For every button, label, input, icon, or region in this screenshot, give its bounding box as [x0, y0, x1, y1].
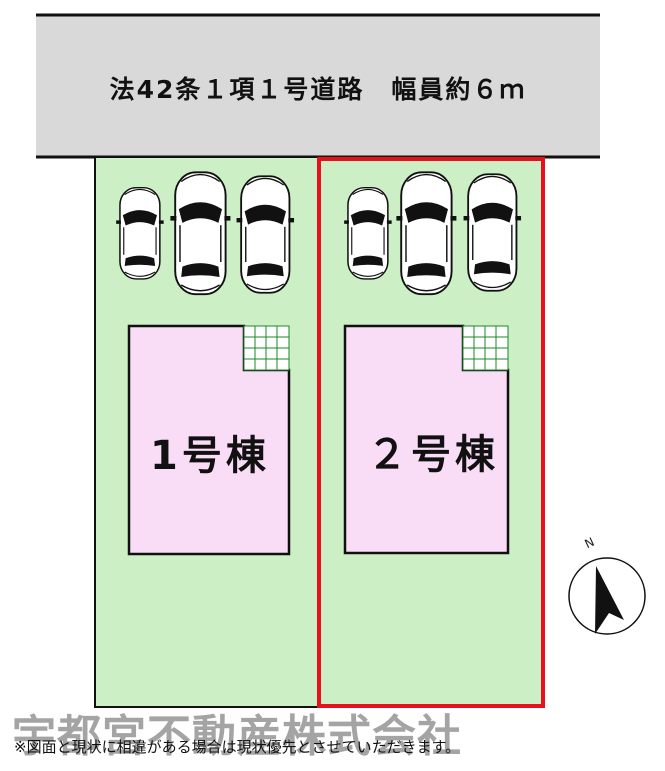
house-1-deck-grid	[243, 325, 290, 371]
car-2-1	[343, 186, 393, 280]
car-2-3	[462, 173, 522, 292]
road-surface	[36, 15, 600, 157]
house-1-label: 1号棟	[150, 433, 270, 479]
road-label: 法42条１項１号道路 幅員約６ｍ	[109, 75, 527, 104]
car-1-2	[169, 171, 232, 296]
car-1-3	[235, 175, 295, 294]
north-compass	[568, 557, 646, 635]
car-1-1	[115, 186, 165, 280]
parking-lot-1	[115, 171, 295, 296]
lot-2-highlight-border	[317, 157, 545, 708]
house-2-deck-grid	[462, 325, 509, 371]
footnote: ※図面と現状に相違がある場合は現状優先とさせていただきます。	[14, 738, 461, 756]
house-1	[127, 324, 291, 556]
parking-lot-2	[343, 171, 522, 296]
house-2	[343, 324, 510, 555]
company-watermark: 宇都宮不動産株式会社	[12, 711, 462, 762]
compass-arrow-icon	[595, 566, 624, 634]
car-2-2	[395, 171, 458, 296]
house-2-label: ２号棟	[367, 432, 499, 478]
